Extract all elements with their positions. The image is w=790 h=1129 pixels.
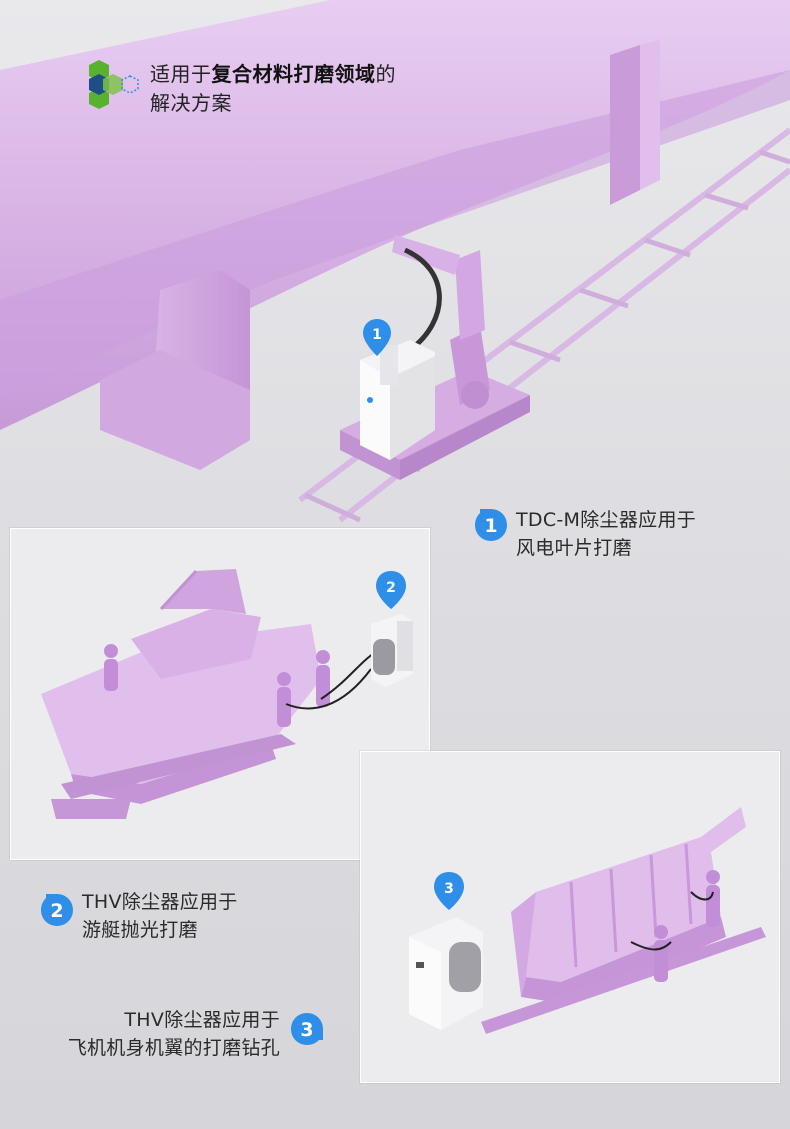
caption-3-badge-icon: 3 xyxy=(291,1013,323,1045)
caption-1-number: 1 xyxy=(484,515,497,537)
caption-2: THV除尘器应用于 游艇抛光打磨 xyxy=(82,888,238,944)
tdc-m-dust-collector xyxy=(360,340,435,460)
caption-2-number: 2 xyxy=(50,900,63,922)
caption-1-line1: TDC-M除尘器应用于 xyxy=(516,509,697,531)
aircraft-panel: 3 xyxy=(360,751,780,1083)
aircraft-scene: 3 xyxy=(409,807,766,1034)
pin-1-icon: 1 xyxy=(363,319,391,356)
main-scene xyxy=(0,0,790,523)
pin-2-icon: 2 xyxy=(376,571,406,609)
headline-emphasis: 复合材料打磨领域 xyxy=(211,62,376,86)
yacht-scene: 2 xyxy=(41,569,413,819)
pin-3-number: 3 xyxy=(444,881,454,897)
caption-3: THV除尘器应用于 飞机机身机翼的打磨钻孔 xyxy=(40,1006,280,1062)
caption-3-line1: THV除尘器应用于 xyxy=(124,1009,280,1031)
worker-figures xyxy=(654,870,720,982)
caption-1: TDC-M除尘器应用于 风电叶片打磨 xyxy=(516,506,696,562)
headline-line2: 解决方案 xyxy=(150,91,232,115)
pin-3-icon: 3 xyxy=(434,872,464,910)
pin-1-number: 1 xyxy=(372,327,382,343)
hexagon-logo-icon xyxy=(89,60,139,109)
caption-2-line2: 游艇抛光打磨 xyxy=(82,919,198,941)
wing-fixture xyxy=(526,807,746,982)
caption-3-line2: 飞机机身机翼的打磨钻孔 xyxy=(67,1037,280,1059)
thv-dust-collector xyxy=(371,614,413,687)
caption-2-badge-icon: 2 xyxy=(41,894,73,926)
pin-2-number: 2 xyxy=(386,580,396,596)
caption-1-line2: 风电叶片打磨 xyxy=(516,537,632,559)
headline-suffix: 的 xyxy=(375,62,396,86)
robot-arm xyxy=(392,235,490,409)
caption-3-number: 3 xyxy=(300,1019,313,1041)
headline: 适用于复合材料打磨领域的 解决方案 xyxy=(150,60,470,118)
worker-figures xyxy=(104,644,330,727)
caption-1-badge-icon: 1 xyxy=(475,509,507,541)
caption-2-line1: THV除尘器应用于 xyxy=(82,891,238,913)
thv-dust-collector xyxy=(409,917,483,1030)
headline-prefix: 适用于 xyxy=(150,62,212,86)
